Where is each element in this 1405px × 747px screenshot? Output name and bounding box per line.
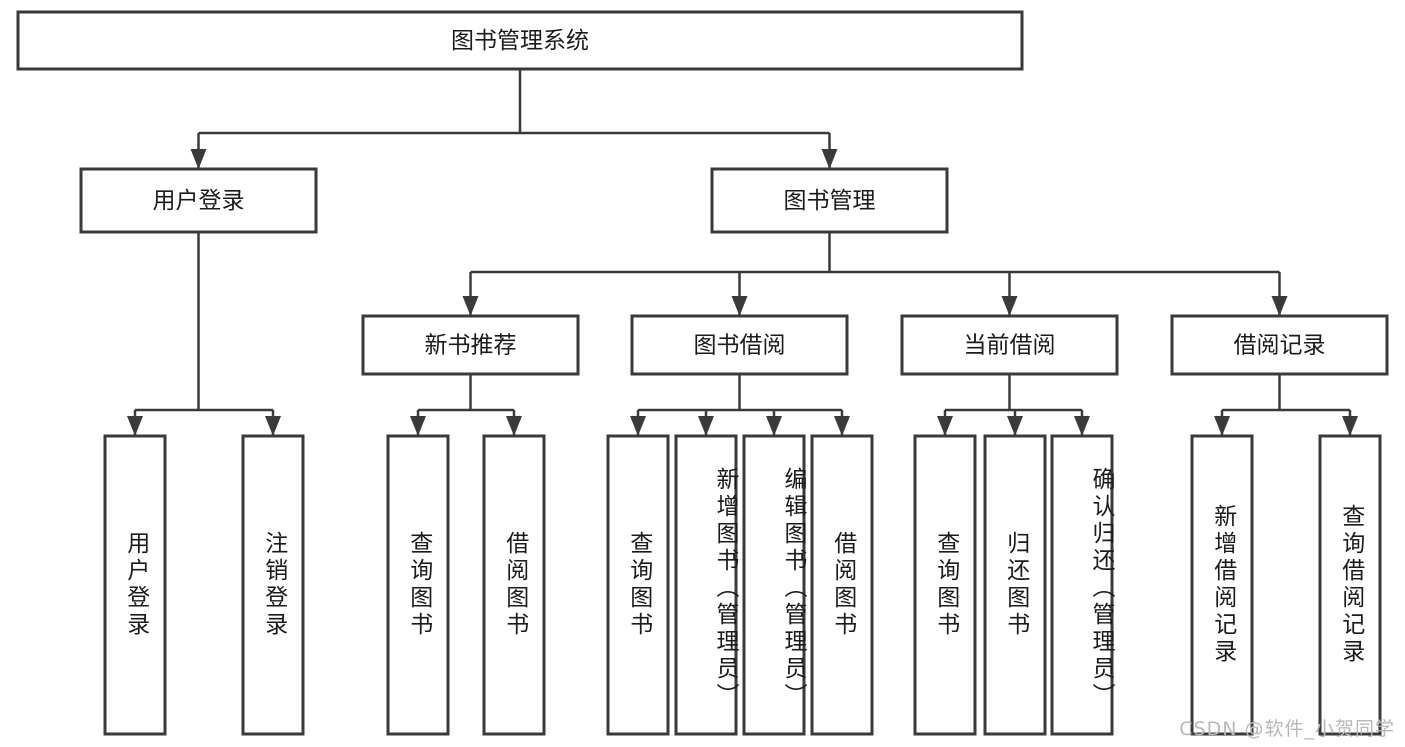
node-box-l2-user[interactable] bbox=[79, 167, 318, 234]
node-label-l3-current: 当前借阅 bbox=[964, 333, 1056, 359]
arrow-head-icon bbox=[462, 296, 479, 316]
node-box-leaf-b-query[interactable] bbox=[606, 434, 670, 736]
node-box-leaf-c-return[interactable] bbox=[983, 434, 1047, 736]
arrow-head-icon bbox=[506, 416, 522, 436]
node-box-leaf-b-edit[interactable] bbox=[742, 434, 806, 736]
arrow-head-icon bbox=[190, 149, 207, 169]
node-box-leaf-c-query[interactable] bbox=[913, 434, 977, 736]
arrow-head-icon bbox=[834, 416, 850, 436]
node-box-l3-current[interactable] bbox=[900, 314, 1119, 376]
node-box-l2-book[interactable] bbox=[710, 167, 949, 234]
node-label-root: 图书管理系统 bbox=[451, 28, 589, 54]
arrow-head-icon bbox=[937, 416, 953, 436]
arrow-head-icon bbox=[1007, 416, 1023, 436]
arrow-head-icon bbox=[1342, 416, 1358, 436]
node-box-l3-record[interactable] bbox=[1170, 314, 1389, 376]
node-label-l3-borrow: 图书借阅 bbox=[694, 333, 786, 359]
node-box-leaf-r-query[interactable] bbox=[1318, 434, 1382, 736]
arrow-head-icon bbox=[1001, 296, 1018, 316]
node-label-l2-book: 图书管理 bbox=[784, 188, 876, 214]
node-box-root[interactable] bbox=[16, 10, 1024, 71]
node-box-leaf-c-confirm[interactable] bbox=[1050, 434, 1114, 736]
node-box-leaf-b-add[interactable] bbox=[674, 434, 738, 736]
arrow-head-icon bbox=[1074, 416, 1090, 436]
arrow-head-icon bbox=[265, 416, 281, 436]
connector-layer bbox=[127, 69, 1358, 436]
arrow-head-icon bbox=[410, 416, 426, 436]
arrow-head-icon bbox=[766, 416, 782, 436]
arrow-head-icon bbox=[127, 416, 143, 436]
node-box-leaf-b-borrow[interactable] bbox=[810, 434, 874, 736]
node-label-l3-record: 借阅记录 bbox=[1234, 333, 1326, 359]
node-box-layer bbox=[16, 10, 1389, 736]
arrow-head-icon bbox=[731, 296, 748, 316]
node-box-leaf-new-query[interactable] bbox=[386, 434, 450, 736]
arrow-head-icon bbox=[698, 416, 714, 436]
node-box-leaf-r-add[interactable] bbox=[1190, 434, 1254, 736]
csdn-watermark: CSDN @软件_小贺同学 bbox=[1179, 718, 1395, 740]
arrow-head-icon bbox=[1214, 416, 1230, 436]
arrow-head-icon bbox=[1271, 296, 1288, 316]
node-box-l3-borrow[interactable] bbox=[630, 314, 849, 376]
node-box-l3-newbook[interactable] bbox=[361, 314, 580, 376]
arrow-head-icon bbox=[821, 149, 838, 169]
node-box-leaf-new-borrow[interactable] bbox=[482, 434, 546, 736]
arrow-head-icon bbox=[630, 416, 646, 436]
node-label-l3-newbook: 新书推荐 bbox=[425, 333, 517, 359]
node-box-leaf-user-logout[interactable] bbox=[241, 434, 305, 736]
node-box-leaf-user-login[interactable] bbox=[103, 434, 167, 736]
node-label-l2-user: 用户登录 bbox=[153, 188, 245, 214]
